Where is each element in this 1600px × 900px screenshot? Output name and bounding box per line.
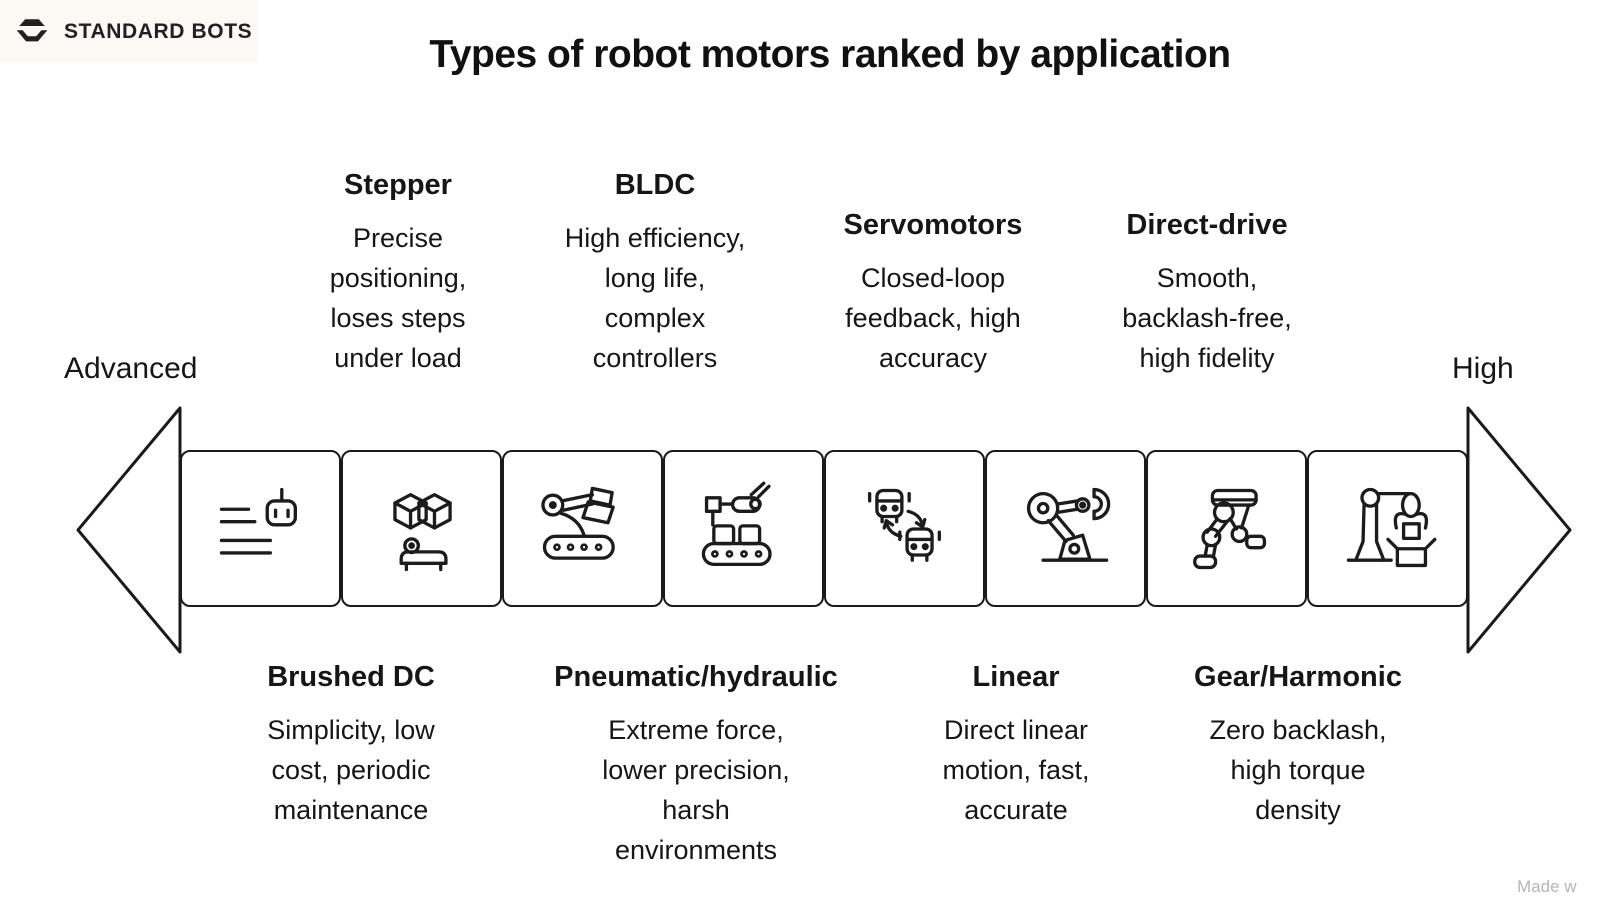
motor-box-pneumatic-hydraulic: [663, 450, 824, 607]
standard-bots-logo-icon: [16, 18, 48, 41]
motor-name: BLDC: [614, 169, 696, 201]
motor-description: Precise positioning, loses steps under l…: [329, 223, 467, 373]
motor-name: Linear: [972, 661, 1060, 693]
motor-description: Closed-loop feedback, high accuracy: [845, 263, 1021, 373]
motor-description: Direct linear motion, fast, accurate: [942, 715, 1090, 825]
motor-label-pneumatic-hydraulic: Pneumatic/hydraulic Extreme force, lower…: [526, 660, 866, 870]
motor-name: Brushed DC: [267, 661, 435, 693]
motor-label-direct-drive: Direct-drive Smooth, backlash-free, high…: [1057, 208, 1357, 378]
motor-box-direct-drive: [1146, 450, 1307, 607]
robot-arm-packing-icon: [1346, 487, 1436, 567]
scale-label-advanced: Advanced: [64, 352, 198, 385]
swap-robot-heads-icon: [867, 488, 941, 562]
motor-box-servomotors: [824, 450, 985, 607]
motor-box-stepper: [341, 450, 502, 607]
motor-label-brushed-dc: Brushed DC Simplicity, low cost, periodi…: [211, 660, 491, 830]
pick-and-place-conveyor-icon: [701, 481, 772, 566]
robot-checklist-icon: [219, 487, 297, 555]
motor-name: Pneumatic/hydraulic: [554, 661, 838, 693]
motor-box-gear-harmonic: [1307, 450, 1468, 607]
robot-arm-conveyor-icon: [540, 486, 615, 560]
motor-description: High efficiency, long life, complex cont…: [564, 223, 746, 373]
motor-description: Zero backlash, high torque density: [1209, 715, 1387, 825]
watermark: Made w: [1517, 877, 1577, 896]
motor-box-brushed-dc: [180, 450, 341, 607]
scale-label-high: High: [1452, 352, 1514, 385]
motor-name: Servomotors: [843, 209, 1023, 241]
motor-name: Gear/Harmonic: [1194, 661, 1402, 693]
motor-description: Extreme force, lower precision, harsh en…: [602, 715, 790, 865]
right-arrowhead-icon: [1466, 406, 1572, 654]
logo-text: STANDARD BOTS: [64, 19, 253, 43]
motor-label-stepper: Stepper Precise positioning, loses steps…: [278, 168, 518, 378]
page-title: Types of robot motors ranked by applicat…: [429, 33, 1231, 76]
motor-name: Direct-drive: [1126, 209, 1288, 241]
motor-label-gear-harmonic: Gear/Harmonic Zero backlash, high torque…: [1148, 660, 1448, 830]
motor-description: Smooth, backlash-free, high fidelity: [1122, 263, 1292, 373]
walking-robot-legs-icon: [1192, 488, 1266, 569]
standard-bots-logo: STANDARD BOTS: [0, 0, 258, 63]
motor-label-bldc: BLDC High efficiency, long life, complex…: [525, 168, 785, 378]
stacked-cubes-person-icon: [392, 492, 452, 571]
motor-box-linear: [985, 450, 1146, 607]
left-arrowhead-icon: [76, 406, 182, 654]
motor-box-bldc: [502, 450, 663, 607]
motor-label-linear: Linear Direct linear motion, fast, accur…: [886, 660, 1146, 830]
motor-description: Simplicity, low cost, periodic maintenan…: [267, 715, 435, 825]
robot-arm-gripper-icon: [1026, 487, 1110, 562]
motor-name: Stepper: [344, 169, 452, 201]
motor-label-servomotors: Servomotors Closed-loop feedback, high a…: [783, 208, 1083, 378]
